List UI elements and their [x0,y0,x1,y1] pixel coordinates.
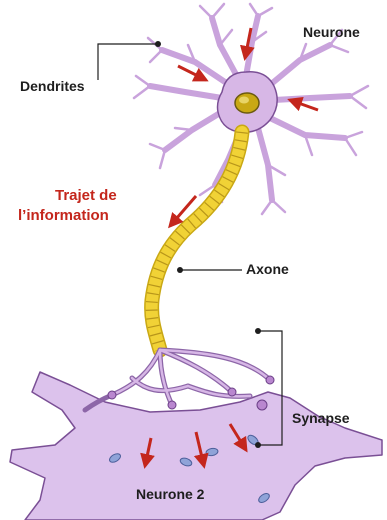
label-trajet-line2: l’information [18,206,109,225]
label-neurone: Neurone [303,24,360,41]
label-neurone-2: Neurone 2 [136,486,204,503]
label-trajet-line1: Trajet de [55,186,117,205]
axon-terminals-inner [112,350,270,405]
nucleus [235,93,259,113]
label-axone: Axone [246,261,289,278]
label-synapse: Synapse [292,410,350,427]
label-dendrites: Dendrites [20,78,85,95]
axon [152,132,242,350]
arrow-right [290,100,318,110]
